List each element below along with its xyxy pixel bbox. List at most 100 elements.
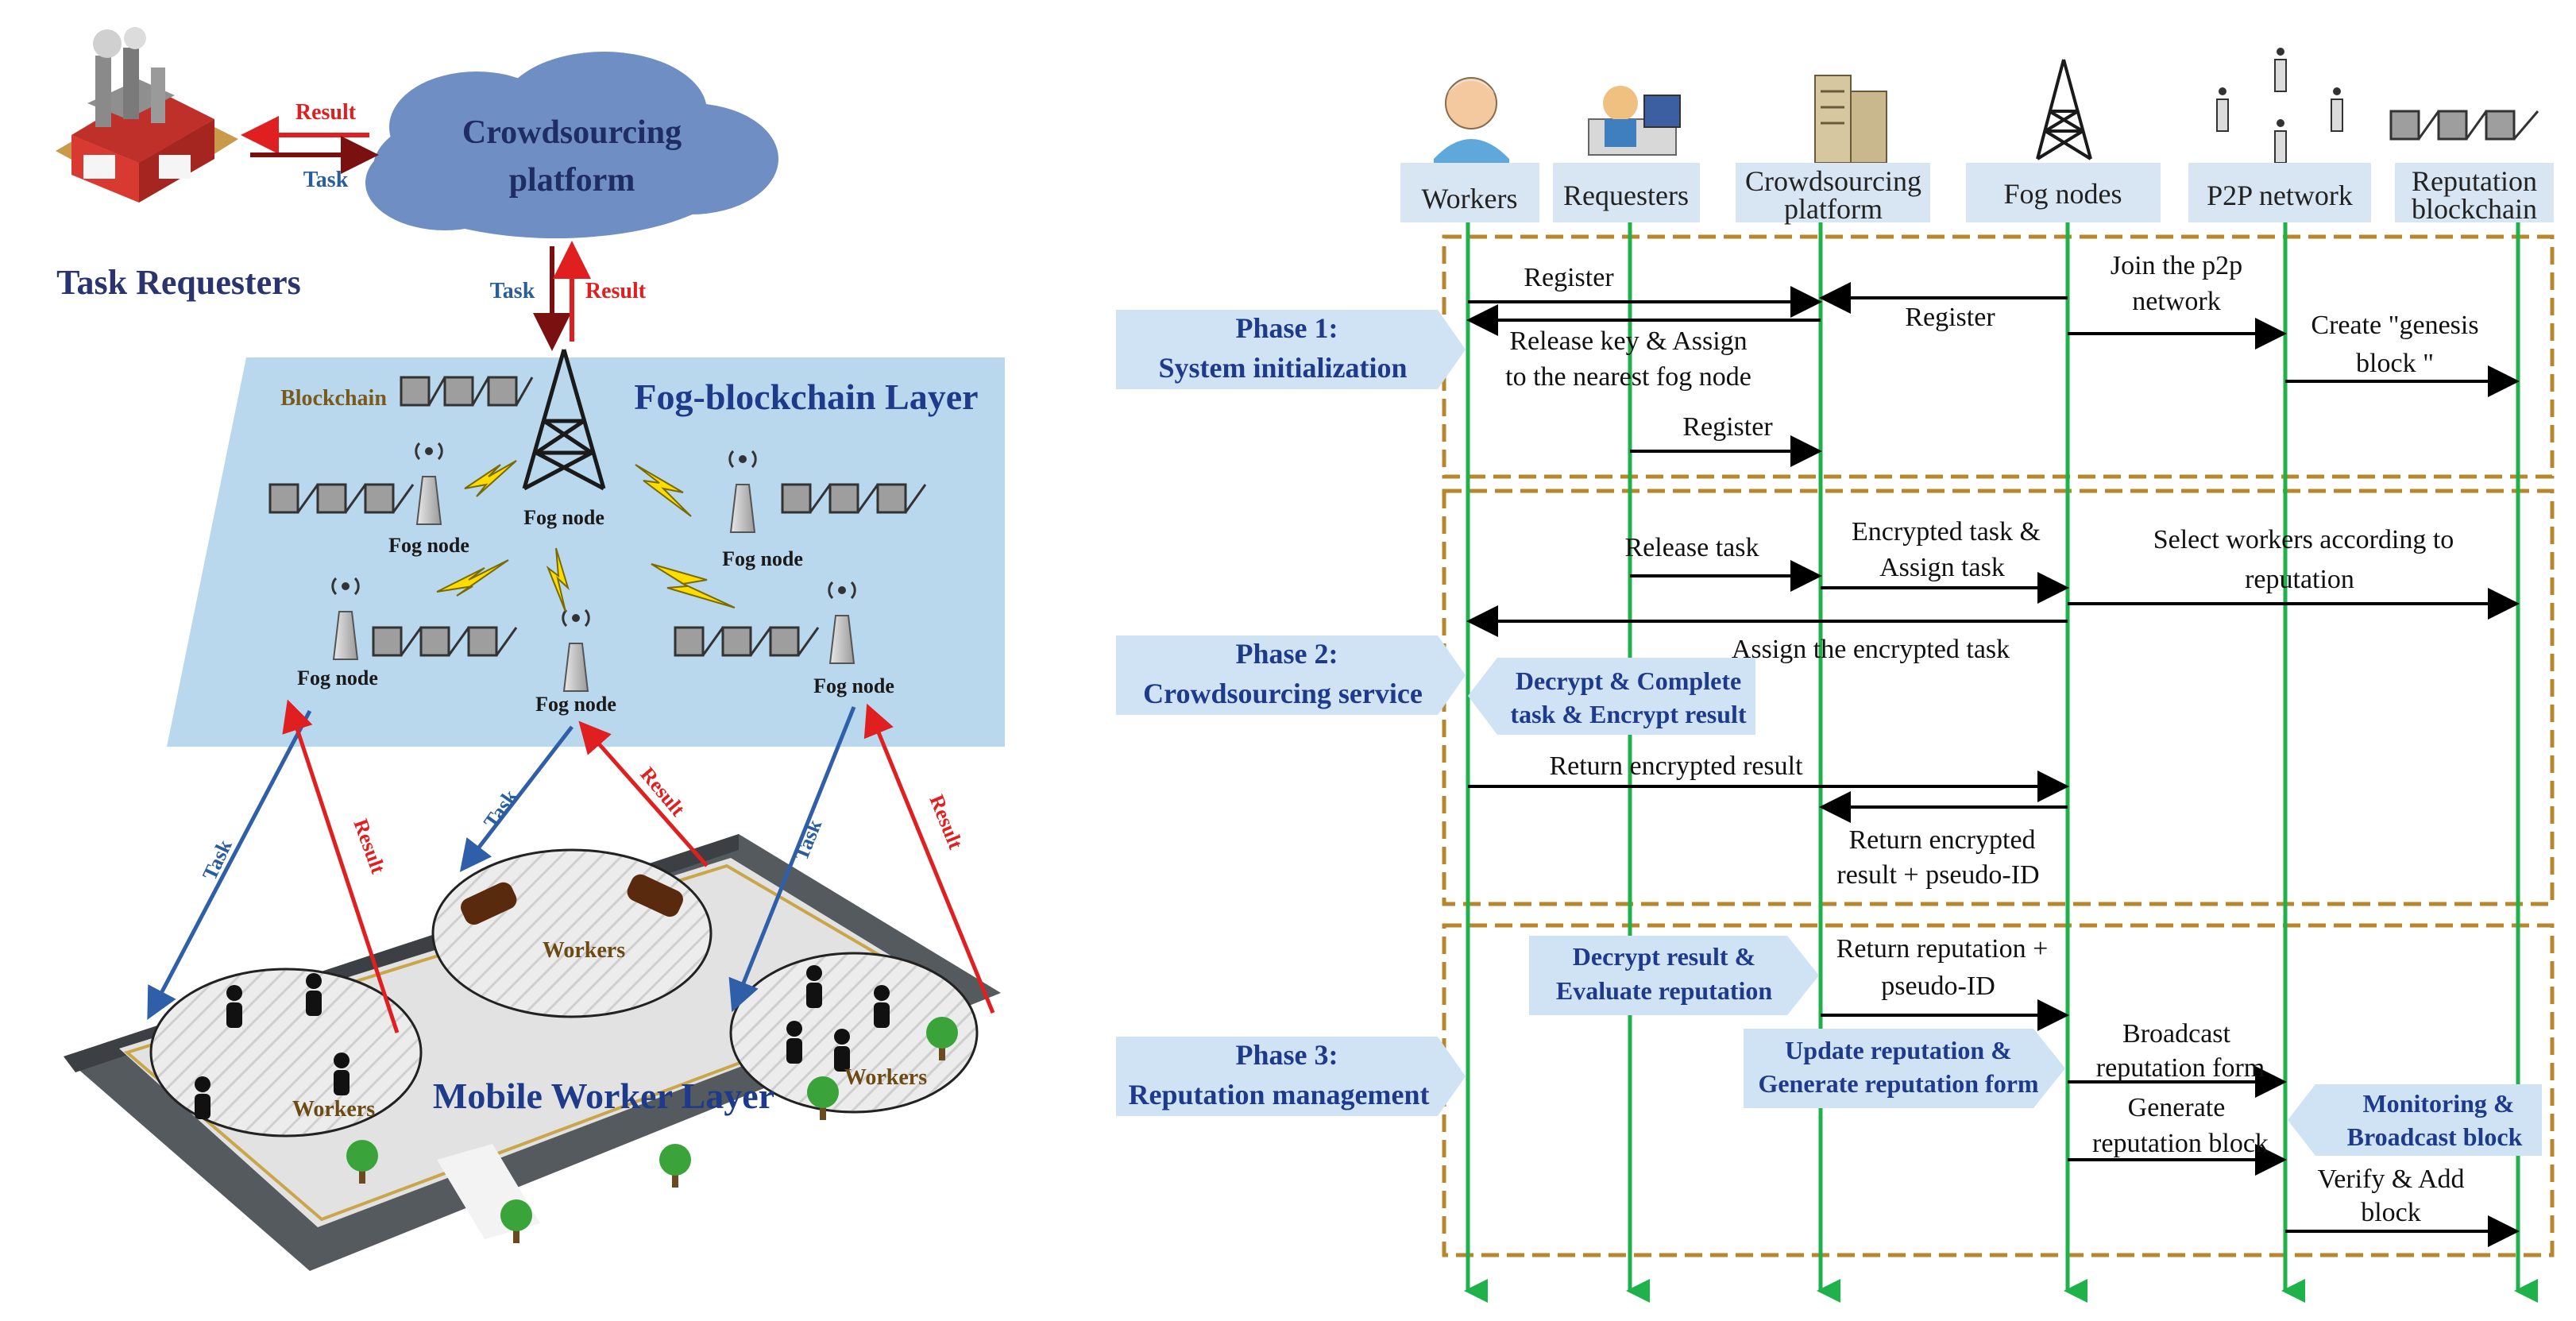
cloud-icon	[365, 52, 778, 238]
worker-person-icon	[195, 965, 890, 1119]
phase1-label-line2: System initialization	[1159, 352, 1408, 384]
msg-select-workers-line1: Select workers according to	[2153, 525, 2454, 554]
bottom-result-label: Result	[349, 816, 390, 877]
phase2-label-line2: Crowdsourcing service	[1143, 678, 1423, 709]
workers-area	[729, 952, 979, 1114]
msg-broadcast-line2: reputation form	[2096, 1053, 2265, 1083]
server-icon	[1814, 75, 1887, 164]
actor-p2p-label: P2P network	[2207, 180, 2353, 211]
msg-select-workers-line2: reputation	[2245, 565, 2354, 594]
workers-area	[431, 848, 713, 1018]
msg-release-key-line1: Release key & Assign	[1509, 326, 1747, 356]
actor-box-platform	[1736, 163, 1930, 222]
blockchain-label: Blockchain	[280, 386, 387, 411]
fog-layer-title: Fog-blockchain Layer	[634, 377, 978, 417]
phase3-label-shape	[1116, 1037, 1466, 1116]
actor-workers-label: Workers	[1421, 183, 1517, 214]
msg-return-encrypted: Return encrypted result	[1549, 751, 1803, 781]
workers-label: Workers	[543, 938, 625, 963]
tree-icon	[346, 1017, 958, 1243]
sequence-panel: Workers Requesters Crowdsourcing platfor…	[1116, 48, 2555, 1303]
action-monitoring-line2: Broadcast block	[2347, 1122, 2523, 1151]
p2p-network-icon	[2216, 48, 2343, 164]
actor-box-p2p	[2188, 163, 2371, 222]
car-icon	[627, 874, 683, 917]
task-requesters-label: Task Requesters	[56, 263, 301, 302]
msg-generate-line1: Generate	[2128, 1093, 2226, 1122]
phase1-label-line1: Phase 1:	[1236, 312, 1338, 344]
msg-join-p2p-line1: Join the p2p	[2111, 251, 2242, 280]
fog-node-icon	[415, 442, 443, 525]
msg-return-pseudo-line1: Return encrypted	[1848, 825, 2035, 855]
blockchain-icon	[2389, 110, 2539, 141]
msg-genesis-line1: Create "genesis	[2311, 311, 2478, 340]
actor-box-requesters	[1553, 163, 1700, 222]
result-arrow-bottom	[863, 703, 995, 1014]
actor-platform-label-line2: platform	[1784, 193, 1883, 225]
msg-return-pseudo-line2: result + pseudo-ID	[1836, 860, 2039, 890]
main-tower-icon	[522, 349, 606, 491]
task-arrow-bottom	[147, 709, 312, 1020]
lightning-icon	[436, 460, 736, 612]
actor-box-workers	[1400, 163, 1539, 222]
decrypt-evaluate-action-box	[1529, 936, 1819, 1015]
phase1-label-shape	[1116, 310, 1466, 389]
fog-node-label: Fog node	[297, 666, 378, 689]
msg-generate-line2: reputation block	[2092, 1129, 2269, 1158]
top-task-label: Task	[303, 168, 349, 192]
fog-tower-icon	[2036, 59, 2092, 160]
task-arrow-bottom	[728, 706, 856, 1013]
workers-area	[149, 968, 423, 1138]
actor-requesters-label: Requesters	[1563, 180, 1689, 211]
msg-return-rep-line2: pseudo-ID	[1881, 971, 1995, 1001]
msg-register-workers: Register	[1524, 263, 1614, 292]
result-arrow-bottom	[282, 699, 400, 1033]
action-decrypt-line2: task & Encrypt result	[1510, 700, 1747, 728]
monitoring-action-box	[2288, 1084, 2542, 1156]
fog-node-icon	[331, 577, 360, 660]
phase3-messages	[1821, 999, 2520, 1247]
actor-platform-label-line1: Crowdsourcing	[1745, 165, 1921, 197]
fog-node-label: Fog node	[388, 534, 469, 557]
msg-broadcast-line1: Broadcast	[2122, 1019, 2231, 1049]
worker-avatar-icon	[1434, 77, 1509, 163]
decrypt-action-box	[1468, 658, 1755, 735]
workers-label: Workers	[292, 1097, 375, 1122]
blockchain-icon	[674, 626, 820, 657]
fog-node-icon	[728, 450, 757, 533]
bottom-task-label: Task	[790, 816, 827, 863]
msg-encrypted-task-line2: Assign task	[1879, 553, 2005, 582]
requester-computer-icon	[1588, 86, 1681, 156]
actor-rep-label-line1: Reputation	[2412, 165, 2537, 197]
blockchain-icon	[400, 376, 534, 407]
actor-box-fog	[1966, 163, 2161, 222]
phase1-messages	[1466, 282, 2520, 467]
action-update-rep-line2: Generate reputation form	[1758, 1069, 2038, 1098]
action-update-rep-line1: Update reputation &	[1785, 1036, 2012, 1064]
msg-verify-line1: Verify & Add	[2317, 1165, 2464, 1194]
msg-register-requesters: Register	[1682, 412, 1773, 442]
phase3-label-line1: Phase 3:	[1236, 1039, 1338, 1071]
top-result-label: Result	[295, 100, 357, 125]
blockchain-icon	[268, 483, 415, 514]
msg-release-task: Release task	[1625, 533, 1759, 562]
platform-label-line2: platform	[509, 162, 635, 199]
result-arrow-bottom	[578, 720, 709, 867]
phase2-label-line1: Phase 2:	[1236, 638, 1338, 670]
phase2-messages	[1466, 560, 2520, 823]
msg-join-p2p-line2: network	[2132, 287, 2220, 316]
phase3-label-line2: Reputation management	[1129, 1079, 1430, 1110]
action-decrypt-eval-line2: Evaluate reputation	[1556, 976, 1773, 1005]
fog-node-label: Fog node	[535, 693, 616, 716]
blockchain-icon	[372, 626, 518, 657]
blockchain-icon	[781, 483, 927, 514]
architecture-panel: Task Requesters Crowdsourcing platform R…	[56, 27, 1005, 1271]
mid-task-label: Task	[490, 279, 535, 303]
fog-node-icon	[828, 581, 856, 664]
factory-icon	[56, 27, 238, 203]
bottom-task-label: Task	[479, 785, 522, 832]
mid-result-label: Result	[585, 279, 647, 303]
update-reputation-action-box	[1744, 1029, 2065, 1108]
msg-genesis-line2: block "	[2356, 349, 2434, 378]
